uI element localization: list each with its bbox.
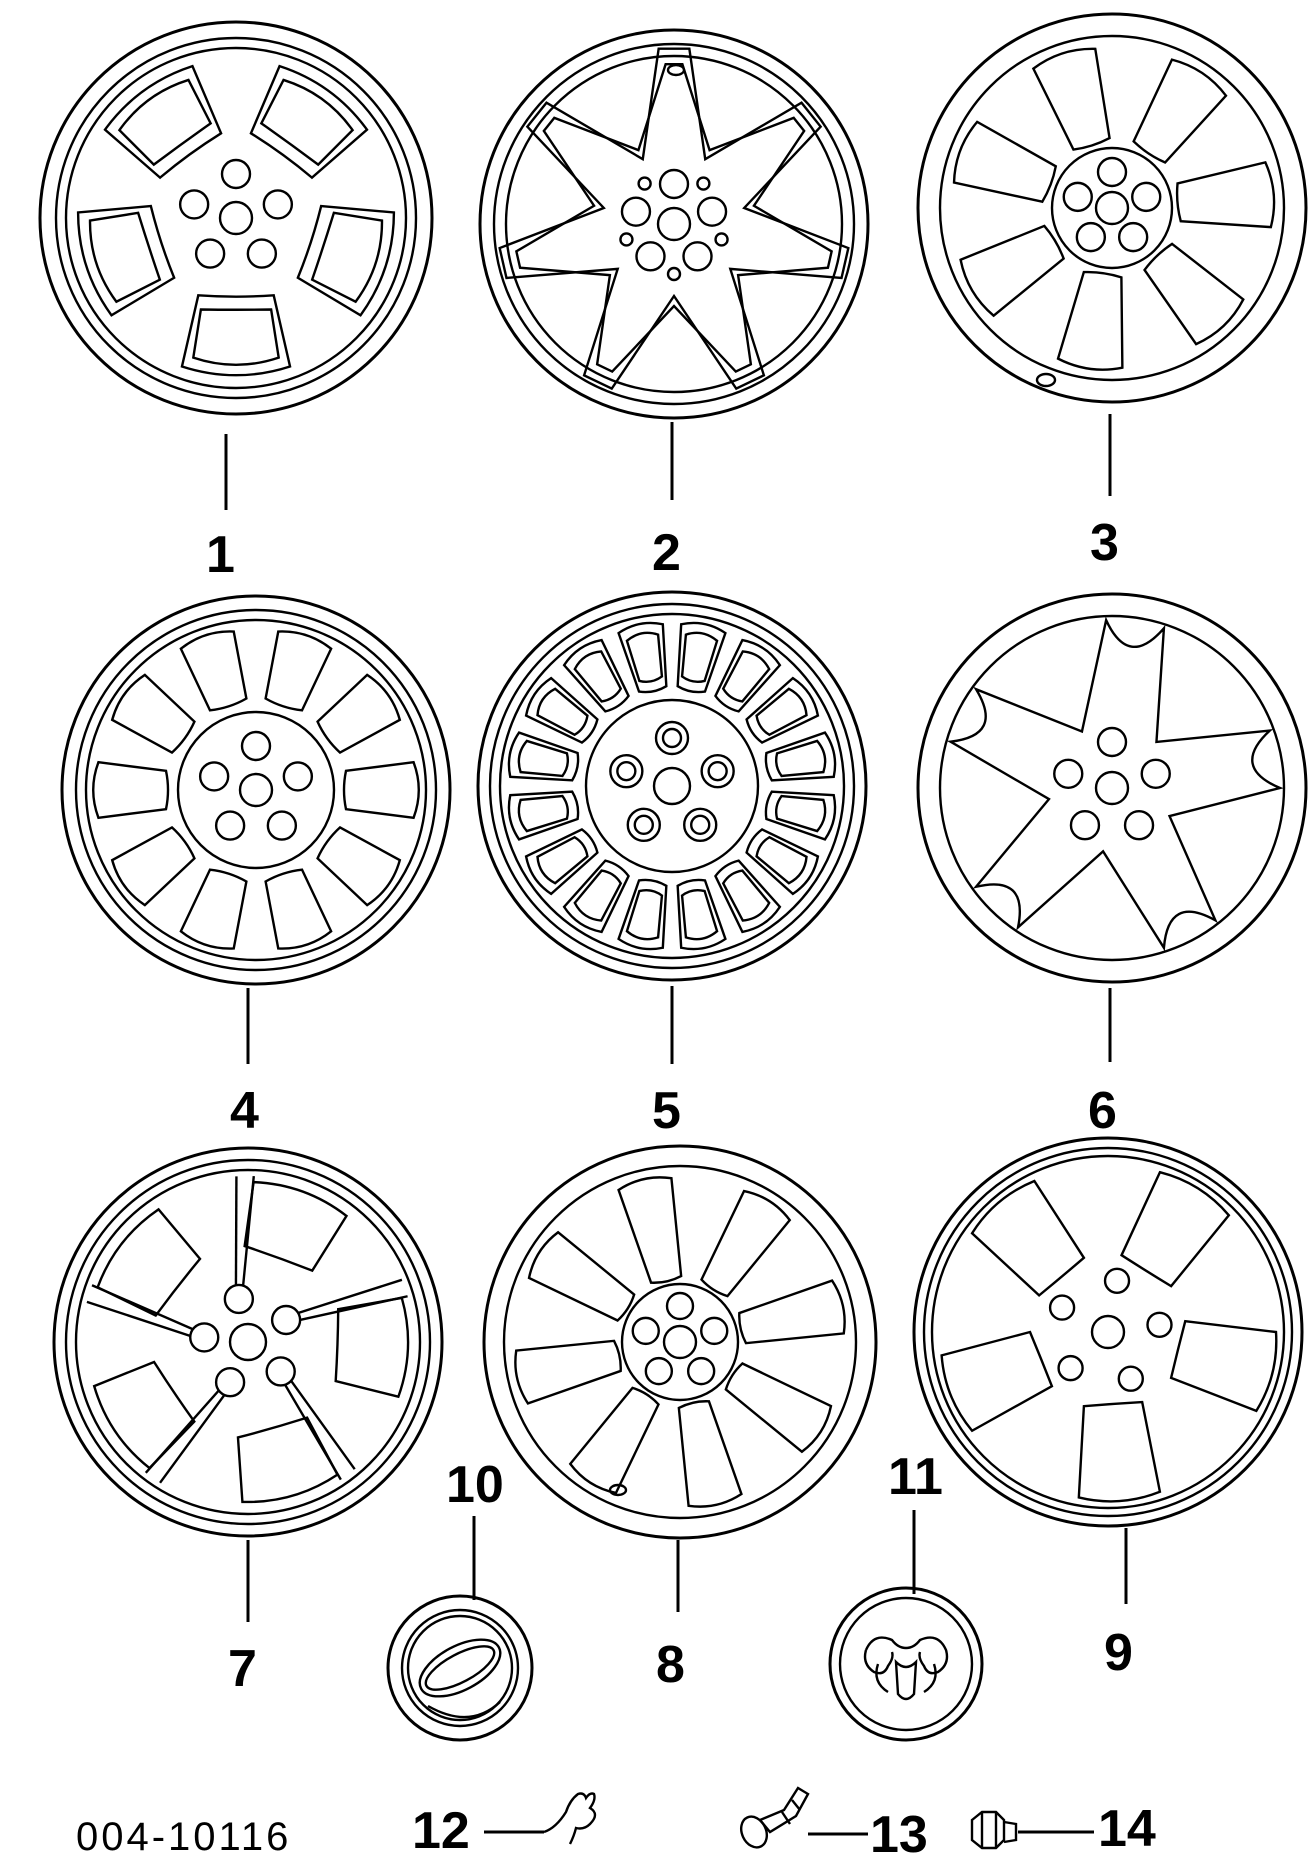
- callout-11: 11: [888, 1448, 943, 1506]
- callout-7: 7: [228, 1640, 257, 1698]
- wheel-3[interactable]: [916, 12, 1308, 404]
- callout-13: 13: [870, 1806, 928, 1854]
- callout-6: 6: [1088, 1082, 1117, 1140]
- center-cap-11[interactable]: [828, 1586, 984, 1742]
- wheel-2[interactable]: [478, 28, 870, 420]
- callout-10: 10: [446, 1456, 504, 1514]
- wheel-4[interactable]: [60, 594, 452, 986]
- callout-12: 12: [412, 1802, 470, 1854]
- wheel-5[interactable]: [476, 590, 868, 982]
- callout-4: 4: [230, 1082, 259, 1140]
- callout-8: 8: [656, 1636, 685, 1694]
- wheel-1[interactable]: [38, 20, 434, 416]
- wheel-6[interactable]: [916, 592, 1308, 984]
- balance-weight-12[interactable]: [543, 1792, 597, 1845]
- callout-5: 5: [652, 1082, 681, 1140]
- wheel-7[interactable]: [52, 1146, 444, 1538]
- wheel-9[interactable]: [912, 1136, 1304, 1528]
- ram-logo-icon: [863, 1636, 949, 1701]
- wheel-8[interactable]: [482, 1144, 878, 1540]
- lug-nut-14[interactable]: [970, 1810, 1018, 1850]
- callout-3: 3: [1090, 514, 1119, 572]
- callout-2: 2: [652, 524, 681, 582]
- valve-stem-13[interactable]: [736, 1786, 810, 1852]
- center-cap-10[interactable]: [386, 1594, 534, 1742]
- callout-9: 9: [1104, 1624, 1133, 1682]
- callout-14: 14: [1098, 1800, 1156, 1854]
- callout-1: 1: [206, 526, 235, 584]
- drawing-code: 004-10116: [76, 1815, 291, 1854]
